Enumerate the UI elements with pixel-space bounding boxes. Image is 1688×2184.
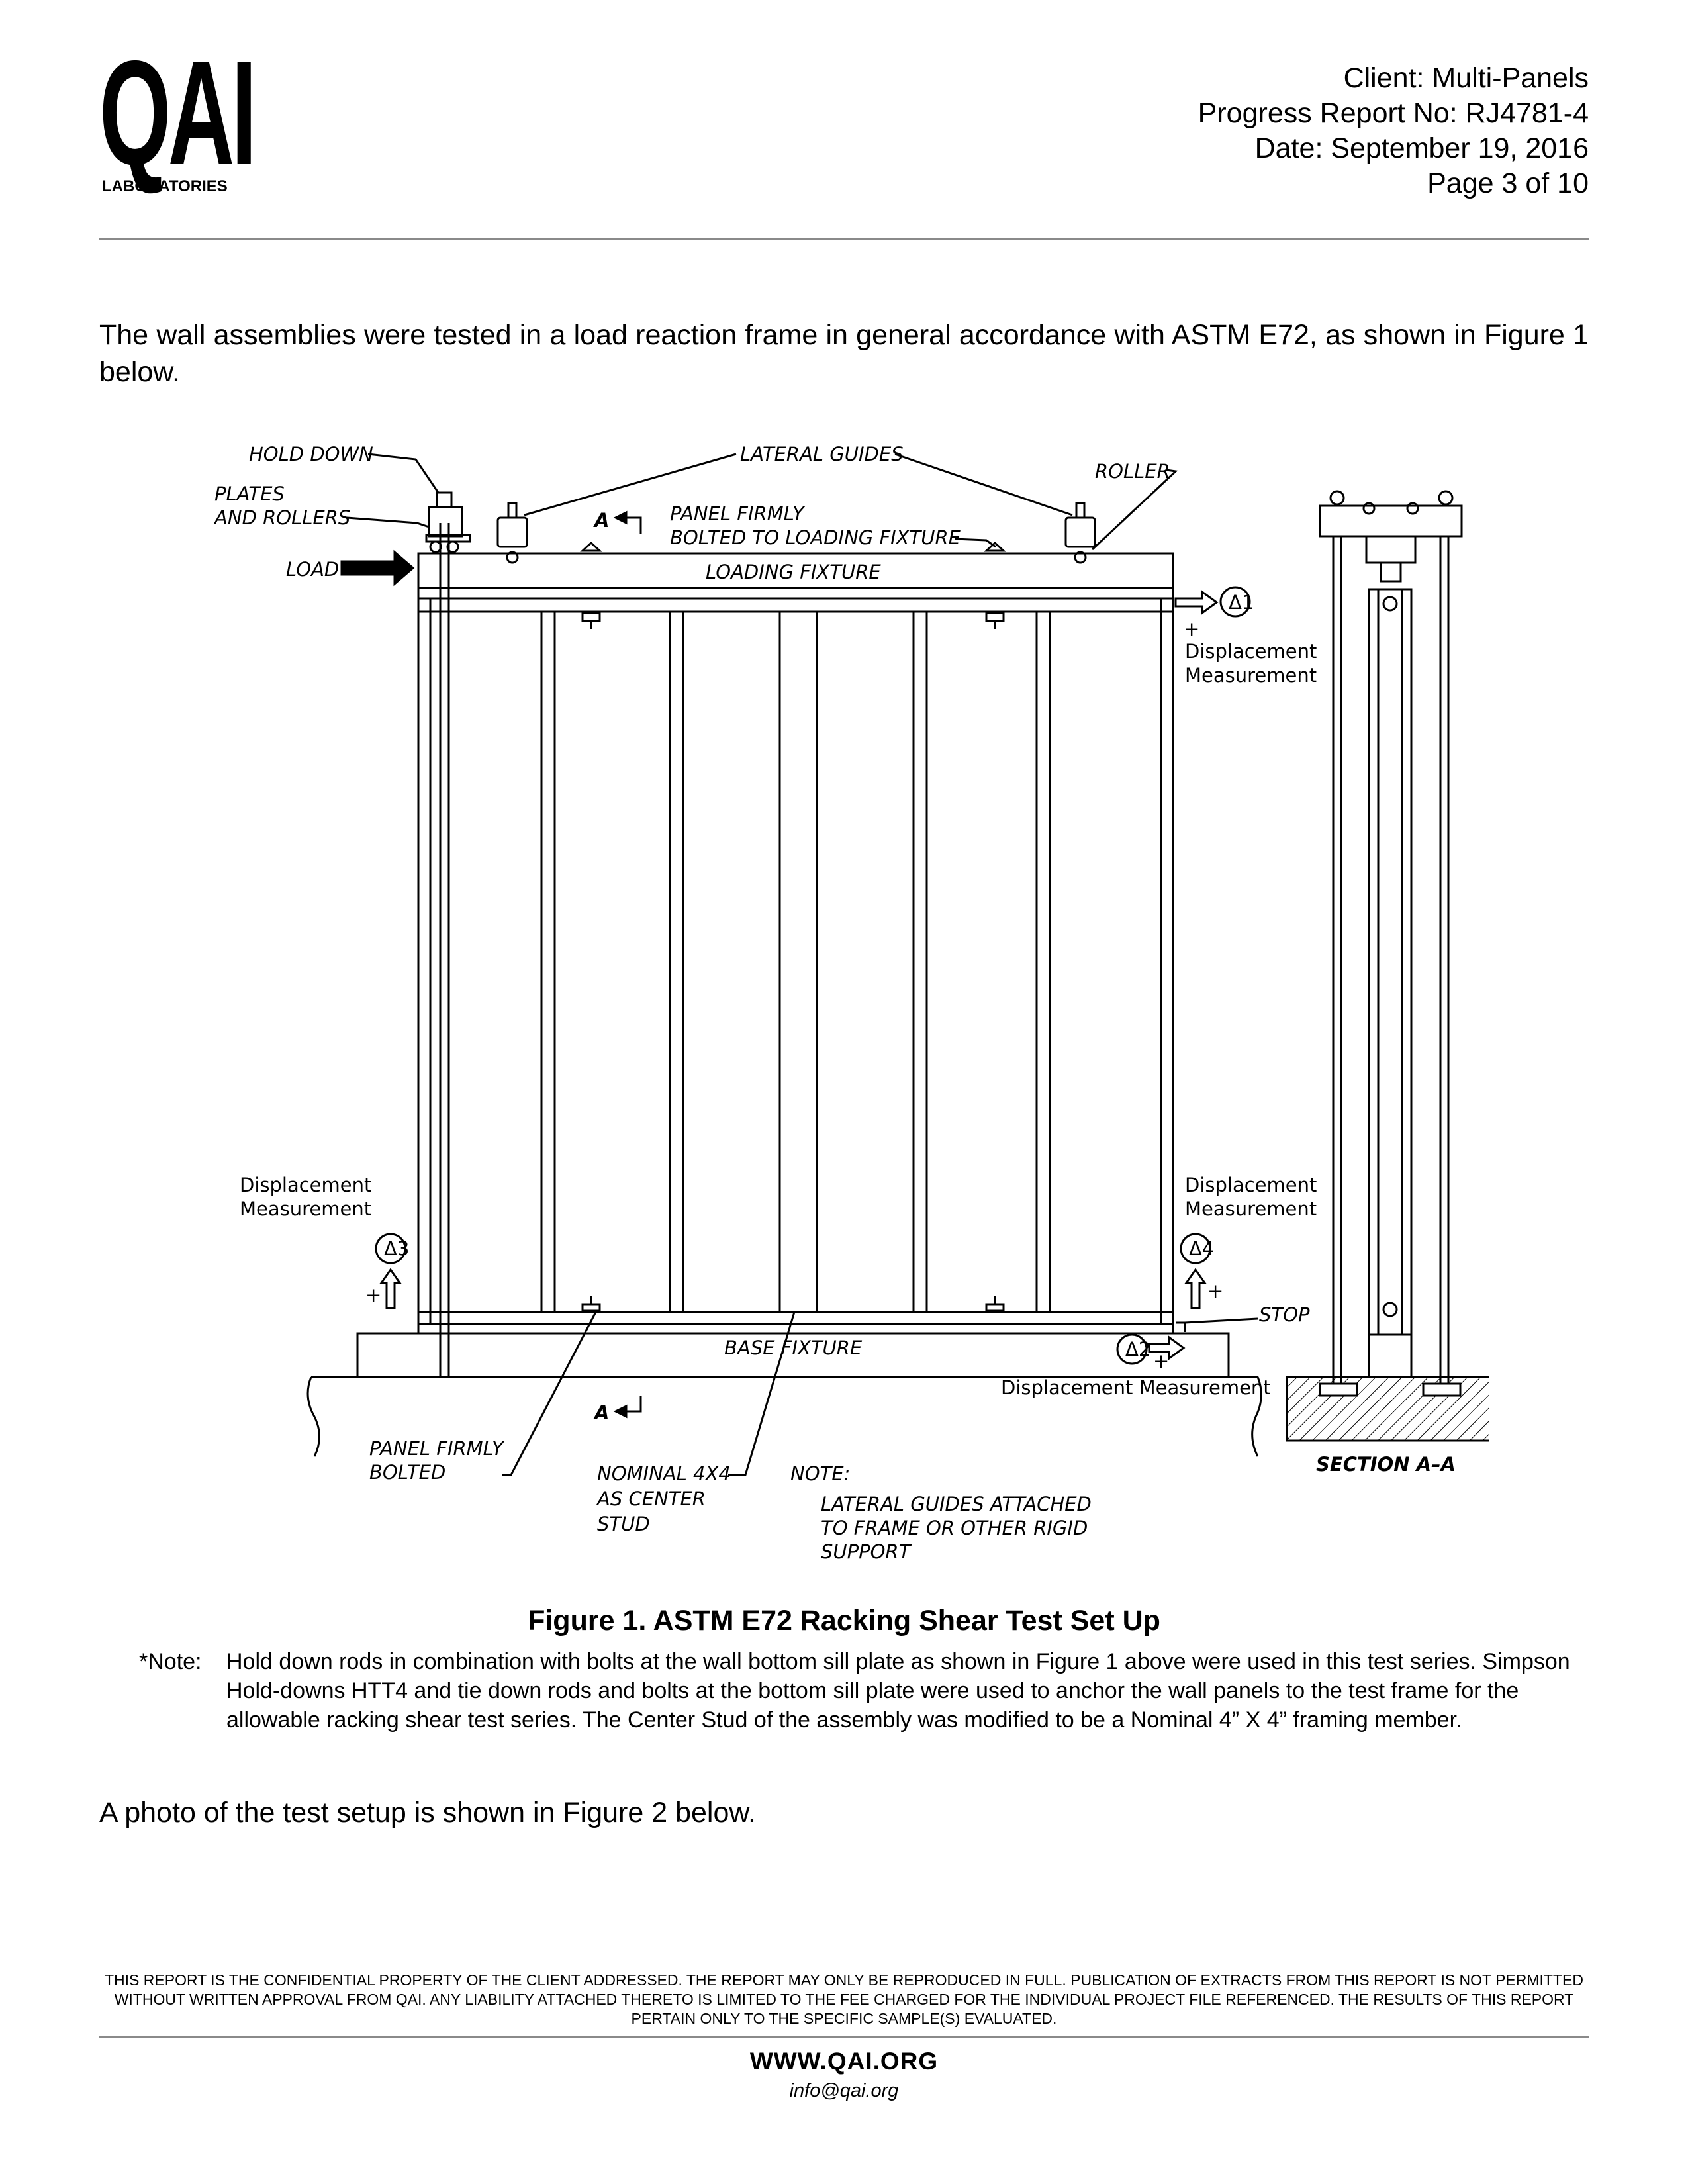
label-plus-4: +	[1207, 1280, 1223, 1302]
label-section-a-top: A	[593, 509, 609, 532]
label-delta2: Δ2	[1125, 1338, 1150, 1360]
label-displacement-measurement-2: Displacement Measurement	[1001, 1376, 1271, 1399]
logo-subtitle: LABORATORIES	[102, 177, 228, 195]
label-note-line2: TO FRAME OR OTHER RIGID	[821, 1517, 1088, 1539]
label-note-line3: SUPPORT	[821, 1541, 912, 1563]
label-stud: STUD	[597, 1513, 650, 1535]
header-date: Date: September 19, 2016	[1254, 132, 1589, 164]
label-displacement-3: Displacement	[240, 1174, 371, 1196]
photo-reference-paragraph: A photo of the test setup is shown in Fi…	[99, 1797, 757, 1828]
label-note: NOTE:	[790, 1462, 850, 1485]
note-body: Hold down rods in combination with bolts…	[226, 1649, 1570, 1733]
label-delta4: Δ4	[1189, 1237, 1214, 1260]
label-section-a-bottom: A	[593, 1401, 609, 1424]
label-note-line1: LATERAL GUIDES ATTACHED	[821, 1493, 1092, 1515]
header-page-number: Page 3 of 10	[1427, 167, 1589, 199]
footer-website: WWW.QAI.ORG	[749, 2048, 939, 2075]
label-hold-down: HOLD DOWN	[249, 443, 373, 465]
report-header: Client: Multi-Panels Progress Report No:…	[1198, 61, 1589, 201]
label-as-center: AS CENTER	[596, 1488, 706, 1510]
label-delta3: Δ3	[384, 1237, 409, 1260]
label-nominal: NOMINAL 4X4	[597, 1462, 731, 1485]
figure-1-drawing: HOLD DOWN PLATES AND ROLLERS LOAD LATERA…	[213, 443, 1489, 1563]
label-roller: ROLLER	[1095, 460, 1170, 483]
label-delta1: Δ1	[1229, 591, 1254, 614]
label-lateral-guides: LATERAL GUIDES	[740, 443, 904, 465]
label-and-rollers: AND ROLLERS	[213, 506, 350, 529]
figure-caption: Figure 1. ASTM E72 Racking Shear Test Se…	[528, 1605, 1160, 1637]
footer-divider	[99, 2036, 1589, 2038]
label-plus-1: +	[1184, 618, 1199, 640]
label-section-aa: SECTION A–A	[1316, 1453, 1456, 1476]
logo-mark: QAI	[99, 29, 257, 196]
label-measurement-1: Measurement	[1185, 664, 1317, 687]
qai-logo: QAI LABORATORIES	[99, 38, 257, 204]
label-measurement-4: Measurement	[1185, 1198, 1317, 1220]
label-plus-3: +	[365, 1284, 381, 1306]
label-panel-firmly-bottom: PANEL FIRMLY	[369, 1437, 505, 1460]
label-plates: PLATES	[214, 483, 285, 505]
footer-email: info@qai.org	[789, 2080, 899, 2101]
label-load: LOAD	[286, 558, 339, 581]
label-loading-fixture: LOADING FIXTURE	[706, 561, 881, 583]
note-label: *Note:	[139, 1649, 202, 1674]
label-displacement-4: Displacement	[1185, 1174, 1317, 1196]
label-bolted-to-fixture: BOLTED TO LOADING FIXTURE	[670, 526, 961, 549]
label-base-fixture: BASE FIXTURE	[724, 1337, 863, 1359]
label-panel-firmly-top: PANEL FIRMLY	[670, 502, 806, 525]
label-plus-2: +	[1153, 1350, 1169, 1372]
label-stop: STOP	[1259, 1304, 1310, 1326]
header-report-number: Progress Report No: RJ4781-4	[1197, 97, 1589, 129]
label-measurement-3: Measurement	[240, 1198, 371, 1220]
label-displacement-1: Displacement	[1185, 640, 1317, 663]
intro-paragraph: The wall assemblies were tested in a loa…	[99, 319, 1589, 388]
header-divider	[99, 238, 1589, 240]
confidentiality-disclaimer: This report is the confidential property…	[105, 1971, 1583, 2027]
header-client: Client: Multi-Panels	[1343, 62, 1589, 94]
label-bolted: BOLTED	[369, 1461, 445, 1484]
